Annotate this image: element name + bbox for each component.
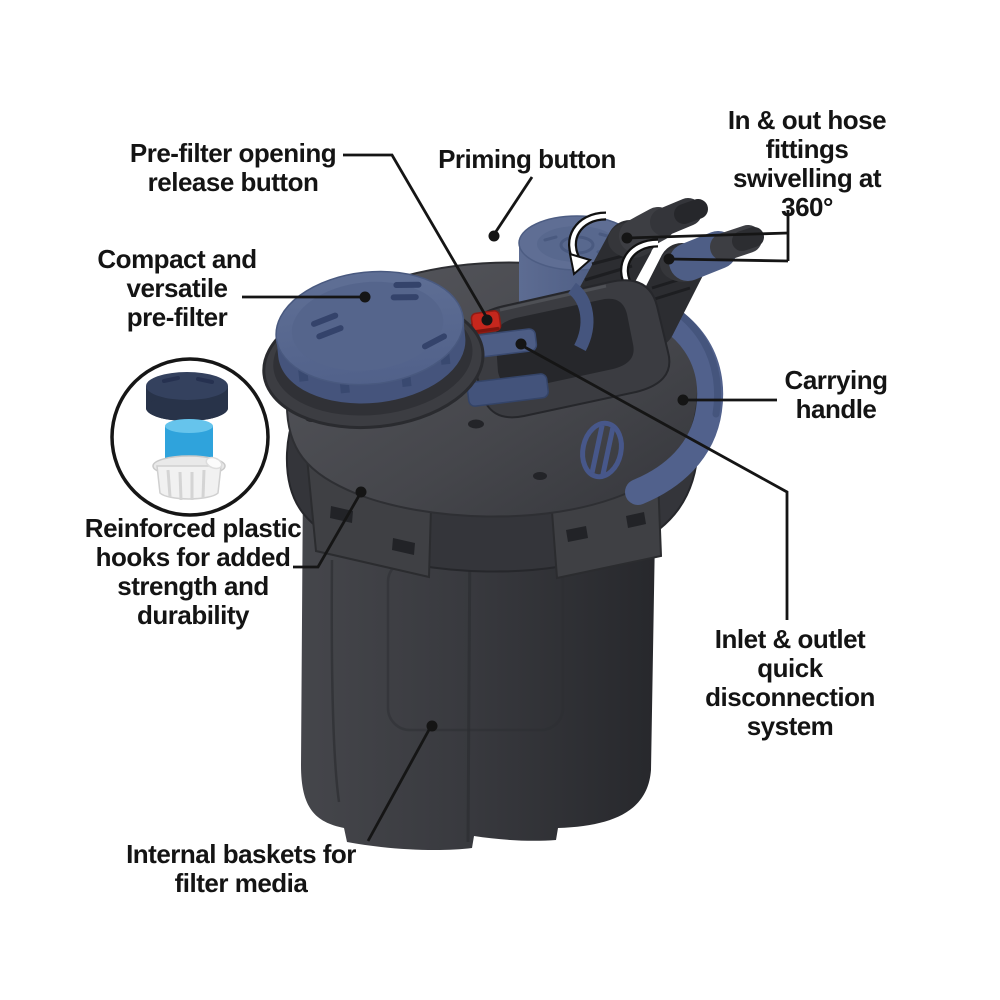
quick-disconnect-latch (466, 328, 549, 407)
callout-priming-button (488, 176, 534, 242)
label-compact-versatile-prefilter: Compact and versatile pre-filter (97, 244, 257, 333)
callout-carrying-handle (677, 394, 777, 406)
brand-emblem-icon (580, 420, 624, 480)
callout-dot (621, 232, 633, 244)
label-inlet-outlet-quick-disconnection: Inlet & outlet quick disconnection syste… (705, 624, 875, 742)
label-reinforced-plastic-hooks: Reinforced plastic hooks for added stren… (84, 513, 302, 631)
hose-fitting-out (629, 225, 764, 348)
callout-reinforced-hooks (293, 486, 367, 569)
callout-dot (677, 394, 689, 406)
callout-dot (488, 230, 500, 242)
label-carrying-handle: Carrying handle (784, 365, 888, 425)
callout-dot (515, 338, 527, 350)
label-priming-button: Priming button (438, 144, 616, 174)
inset-cap (146, 372, 228, 421)
callout-dot (663, 253, 675, 265)
callout-inlet-outlet (515, 338, 789, 620)
callout-internal-baskets (366, 720, 438, 842)
label-internal-baskets: Internal baskets for filter media (126, 839, 356, 899)
prefilter-cap (262, 270, 485, 430)
inset-basket (152, 455, 226, 501)
callout-dot (355, 486, 367, 498)
callout-compact-prefilter (242, 291, 371, 303)
swivel-arrow-icon (568, 211, 607, 276)
callout-prefilter-release (343, 153, 493, 326)
prefilter-inset (110, 357, 270, 517)
callout-dot (481, 314, 493, 326)
label-hose-fittings-swivelling: In & out hose fittings swivelling at 360… (727, 105, 887, 223)
label-prefilter-opening-release-button: Pre-filter opening release button (129, 138, 337, 198)
callout-dot (359, 291, 371, 303)
callout-dot (426, 720, 438, 732)
callout-hose-fittings (621, 210, 790, 265)
